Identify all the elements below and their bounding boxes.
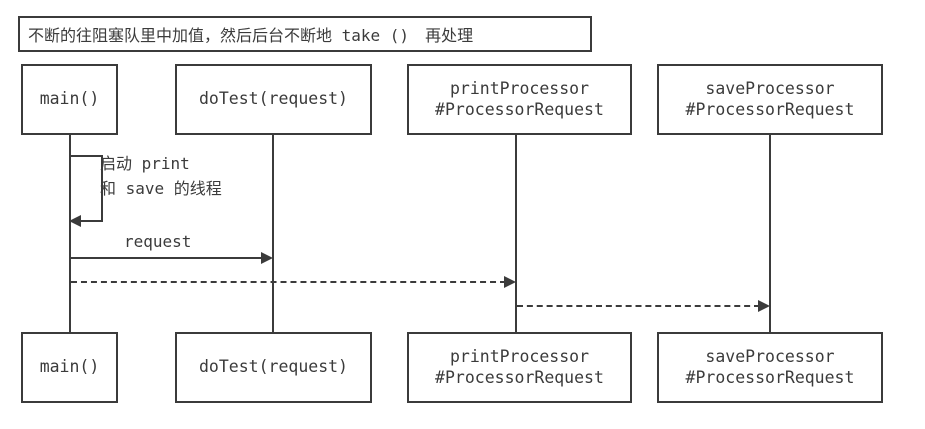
participant-label: doTest(request) bbox=[198, 357, 348, 377]
participant-label: main() bbox=[39, 89, 100, 109]
participant-sublabel: #ProcessorRequest bbox=[435, 99, 604, 119]
participant-label: main() bbox=[39, 357, 100, 377]
participant-label: printProcessor bbox=[449, 346, 590, 366]
message-arrowhead-request bbox=[261, 252, 273, 264]
participant-sublabel: #ProcessorRequest bbox=[435, 367, 604, 387]
participant-label: doTest(request) bbox=[198, 89, 348, 109]
self-call-label-line1: 启动 print bbox=[100, 154, 190, 173]
message-label-request: request bbox=[124, 232, 192, 251]
participant-main-bottom[interactable]: main() bbox=[21, 332, 118, 403]
lifeline-saveProcessor bbox=[769, 135, 771, 332]
participant-label: printProcessor bbox=[449, 78, 590, 98]
participant-printProcessor-top[interactable]: printProcessor #ProcessorRequest bbox=[407, 64, 632, 135]
participant-doTest-bottom[interactable]: doTest(request) bbox=[175, 332, 372, 403]
lifeline-doTest bbox=[272, 135, 274, 332]
message-arrowhead-print-to-save bbox=[758, 300, 770, 312]
participant-sublabel: #ProcessorRequest bbox=[685, 99, 855, 119]
lifeline-main bbox=[69, 135, 71, 332]
lifeline-printProcessor bbox=[515, 135, 517, 332]
participant-label: saveProcessor bbox=[705, 78, 835, 98]
message-line-dotest-to-print bbox=[71, 281, 506, 283]
message-line-print-to-save bbox=[517, 305, 760, 307]
participant-main-top[interactable]: main() bbox=[21, 64, 118, 135]
participant-sublabel: #ProcessorRequest bbox=[685, 367, 855, 387]
self-call-activation-main bbox=[69, 155, 103, 222]
participant-label: saveProcessor bbox=[705, 346, 835, 366]
participant-saveProcessor-bottom[interactable]: saveProcessor #ProcessorRequest bbox=[657, 332, 883, 403]
message-arrowhead-dotest-to-print bbox=[504, 276, 516, 288]
message-line-request bbox=[70, 257, 263, 259]
self-call-label-line2: 和 save 的线程 bbox=[100, 178, 222, 198]
participant-printProcessor-bottom[interactable]: printProcessor #ProcessorRequest bbox=[407, 332, 632, 403]
participant-saveProcessor-top[interactable]: saveProcessor #ProcessorRequest bbox=[657, 64, 883, 135]
note-text: 不断的往阻塞队里中加值，然后后台不断地 take () 再处理 bbox=[28, 26, 474, 45]
note-box: 不断的往阻塞队里中加值，然后后台不断地 take () 再处理 bbox=[18, 16, 592, 52]
self-call-label-main: 启动 print 和 save 的线程 bbox=[100, 152, 320, 202]
self-call-arrowhead-main bbox=[69, 215, 81, 227]
participant-doTest-top[interactable]: doTest(request) bbox=[175, 64, 372, 135]
